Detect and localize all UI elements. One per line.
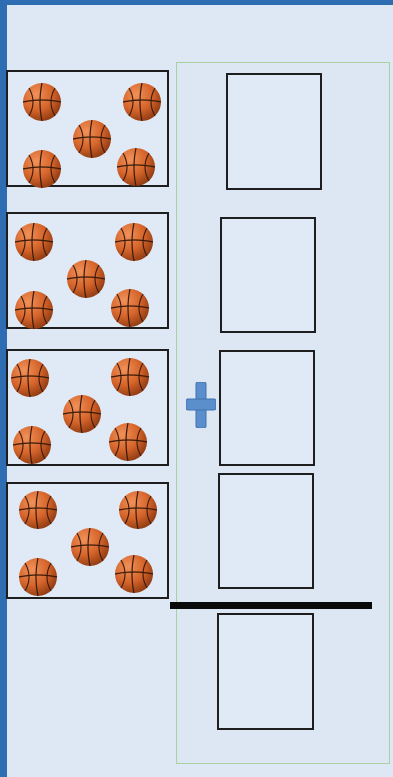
basketball-icon [22, 82, 62, 122]
answer-box-4[interactable] [218, 473, 314, 589]
basketball-icon [14, 290, 54, 330]
answer-box-1[interactable] [226, 73, 322, 190]
basketball-icon [14, 222, 54, 262]
basketball-icon [18, 557, 58, 597]
sum-line [170, 602, 372, 609]
ball-group-3 [6, 349, 169, 466]
frame-top-border [0, 0, 393, 5]
ball-group-1 [6, 70, 169, 187]
basketball-icon [70, 527, 110, 567]
basketball-icon [10, 358, 50, 398]
ball-group-2 [6, 212, 169, 329]
basketball-icon [72, 119, 112, 159]
answer-box-3[interactable] [219, 350, 315, 466]
plus-icon [186, 382, 216, 428]
basketball-icon [108, 422, 148, 462]
basketball-icon [66, 259, 106, 299]
basketball-icon [122, 82, 162, 122]
basketball-icon [110, 288, 150, 328]
basketball-icon [114, 222, 154, 262]
answer-box-2[interactable] [220, 217, 316, 333]
basketball-icon [118, 490, 158, 530]
answer-box-sum[interactable] [217, 613, 314, 730]
basketball-icon [114, 554, 154, 594]
basketball-icon [12, 425, 52, 465]
basketball-icon [62, 394, 102, 434]
basketball-icon [110, 357, 150, 397]
basketball-icon [18, 490, 58, 530]
basketball-icon [116, 147, 156, 187]
basketball-icon [22, 149, 62, 189]
ball-group-4 [6, 482, 169, 599]
